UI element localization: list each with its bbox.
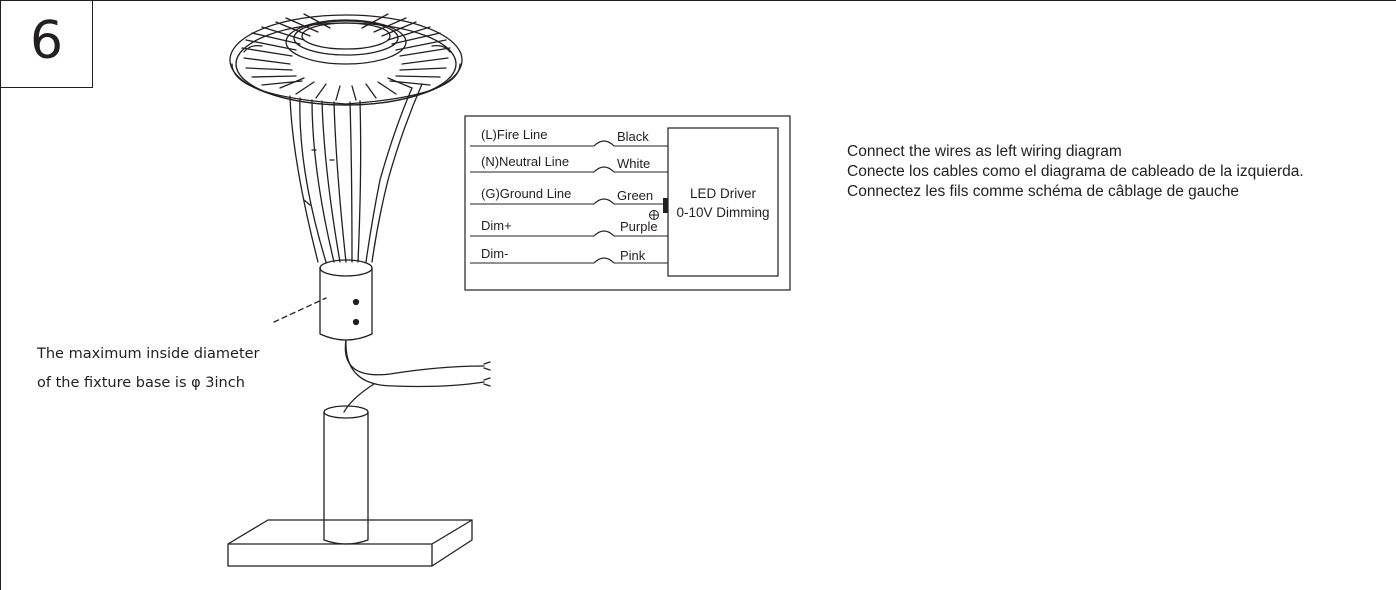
caption-line-1: The maximum inside diameter	[37, 346, 260, 362]
fixture-wires	[343, 339, 491, 413]
wiring-diagram-frame	[464, 115, 791, 291]
fixture-head	[229, 13, 463, 106]
wire-input-label-5: Dim-	[481, 246, 508, 261]
wire-color-label-4: Purple	[620, 219, 658, 234]
step-number-box: 6	[0, 0, 93, 88]
fixture-arms	[289, 83, 423, 263]
wire-line-4	[470, 230, 668, 237]
ground-plate	[227, 519, 473, 567]
wiring-instructions: Connect the wires as left wiring diagram…	[847, 142, 1367, 202]
wire-color-label-2: White	[617, 156, 650, 171]
wire-input-label-4: Dim+	[481, 218, 512, 233]
wire-input-label-1: (L)Fire Line	[481, 127, 547, 142]
wire-color-label-1: Black	[617, 129, 649, 144]
wire-input-label-2: (N)Neutral Line	[481, 154, 569, 169]
pole	[323, 405, 369, 545]
instruction-english: Connect the wires as left wiring diagram	[847, 143, 1122, 160]
wire-line-3	[470, 198, 663, 205]
led-driver-box	[667, 127, 779, 277]
wire-line-1	[470, 140, 668, 147]
wiring-diagram: LED Driver 0-10V Dimming (L)Fire Line Bl…	[464, 115, 791, 291]
driver-subtitle: 0-10V Dimming	[676, 205, 769, 220]
fixture-base	[319, 259, 373, 341]
instruction-spanish: Conecte los cables como el diagrama de c…	[847, 163, 1304, 180]
ground-terminal	[663, 198, 668, 213]
wire-line-2	[470, 166, 668, 173]
wire-color-label-5: Pink	[620, 248, 646, 263]
wire-line-5	[470, 257, 668, 264]
step-number: 6	[29, 11, 64, 71]
fixture-base-caption: The maximum inside diameter of the fixtu…	[37, 340, 260, 398]
ground-symbol-icon	[649, 210, 659, 220]
caption-line-2: of the fixture base is φ 3inch	[37, 375, 245, 391]
wire-color-label-3: Green	[617, 188, 653, 203]
driver-title: LED Driver	[690, 186, 757, 201]
caption-leader-line	[273, 297, 327, 323]
wire-input-label-3: (G)Ground Line	[481, 186, 571, 201]
instruction-french: Connectez les fils comme schéma de câbla…	[847, 183, 1240, 200]
